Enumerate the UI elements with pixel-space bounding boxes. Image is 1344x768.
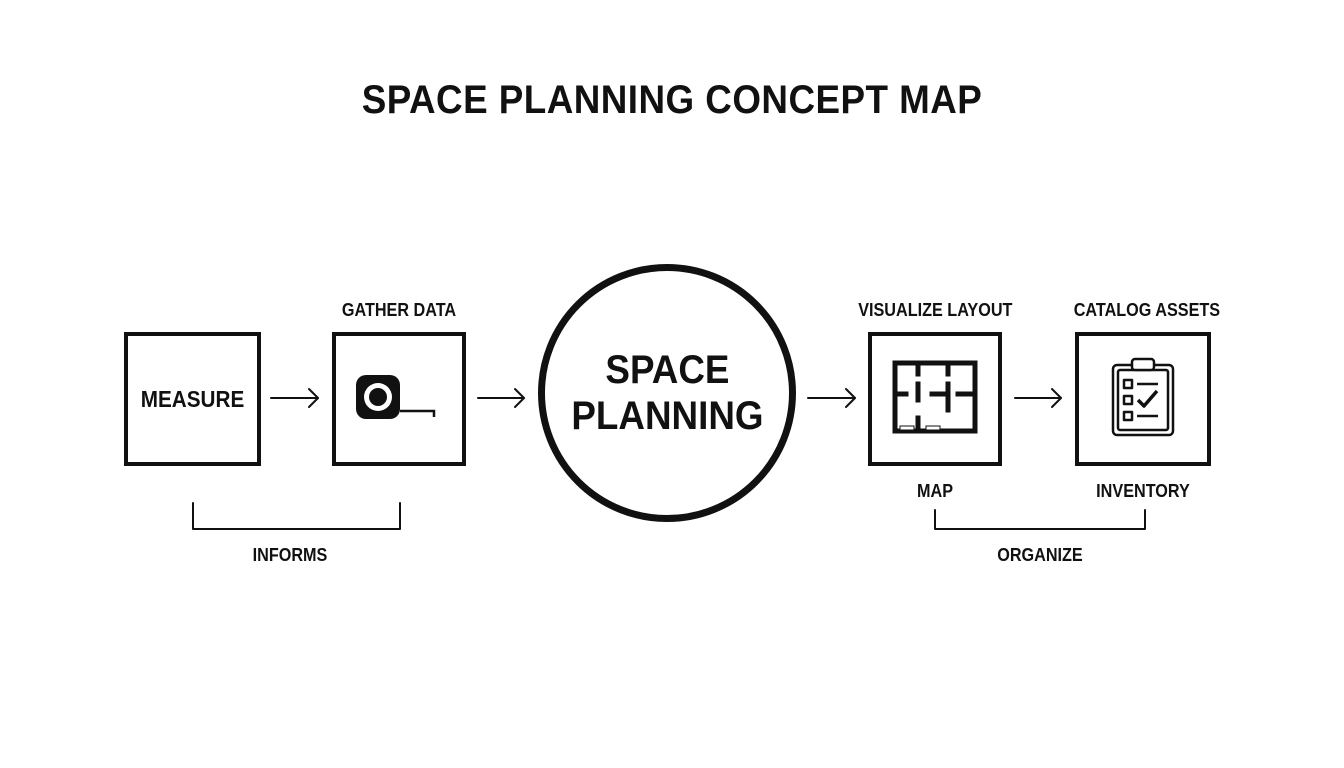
organize-bracket [934,509,1146,530]
space-planning-center-node: SPACE PLANNING [538,264,796,522]
center-line-1: SPACE [604,348,730,392]
arrow-gather-to-center [477,388,525,408]
measure-label: MEASURE [140,385,245,412]
informs-label: INFORMS [252,545,328,565]
floor-plan-icon [892,360,978,439]
center-line-2: PLANNING [570,394,764,438]
visualize-layout-node [868,332,1002,466]
organize-label: ORGANIZE [997,545,1083,565]
tape-measure-icon [354,367,444,432]
informs-bracket [192,502,401,530]
catalog-assets-node [1075,332,1211,466]
page-title: SPACE PLANNING CONCEPT MAP [361,78,983,122]
catalog-assets-label: CATALOG ASSETS [1073,300,1221,320]
measure-node: MEASURE [124,332,261,466]
visualize-layout-label: VISUALIZE LAYOUT [858,300,1013,320]
inventory-label: INVENTORY [1096,481,1190,501]
arrow-center-to-visualize [807,388,856,408]
gather-data-label: GATHER DATA [341,300,457,320]
clipboard-checklist-icon [1110,356,1176,443]
map-label: MAP [917,481,953,501]
gather-data-node [332,332,466,466]
arrow-measure-to-gather [270,388,319,408]
arrow-visualize-to-catalog [1014,388,1062,408]
